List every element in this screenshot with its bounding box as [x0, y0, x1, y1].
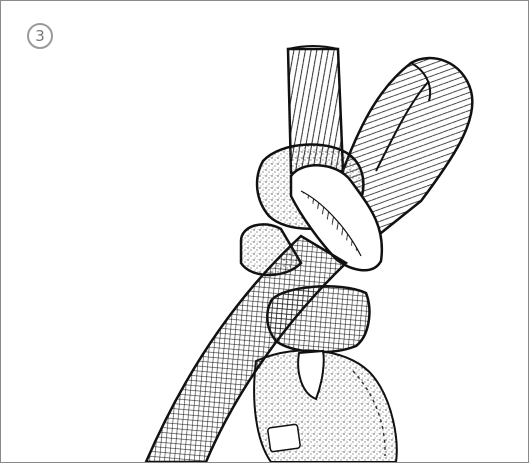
ring-tag — [267, 424, 300, 452]
